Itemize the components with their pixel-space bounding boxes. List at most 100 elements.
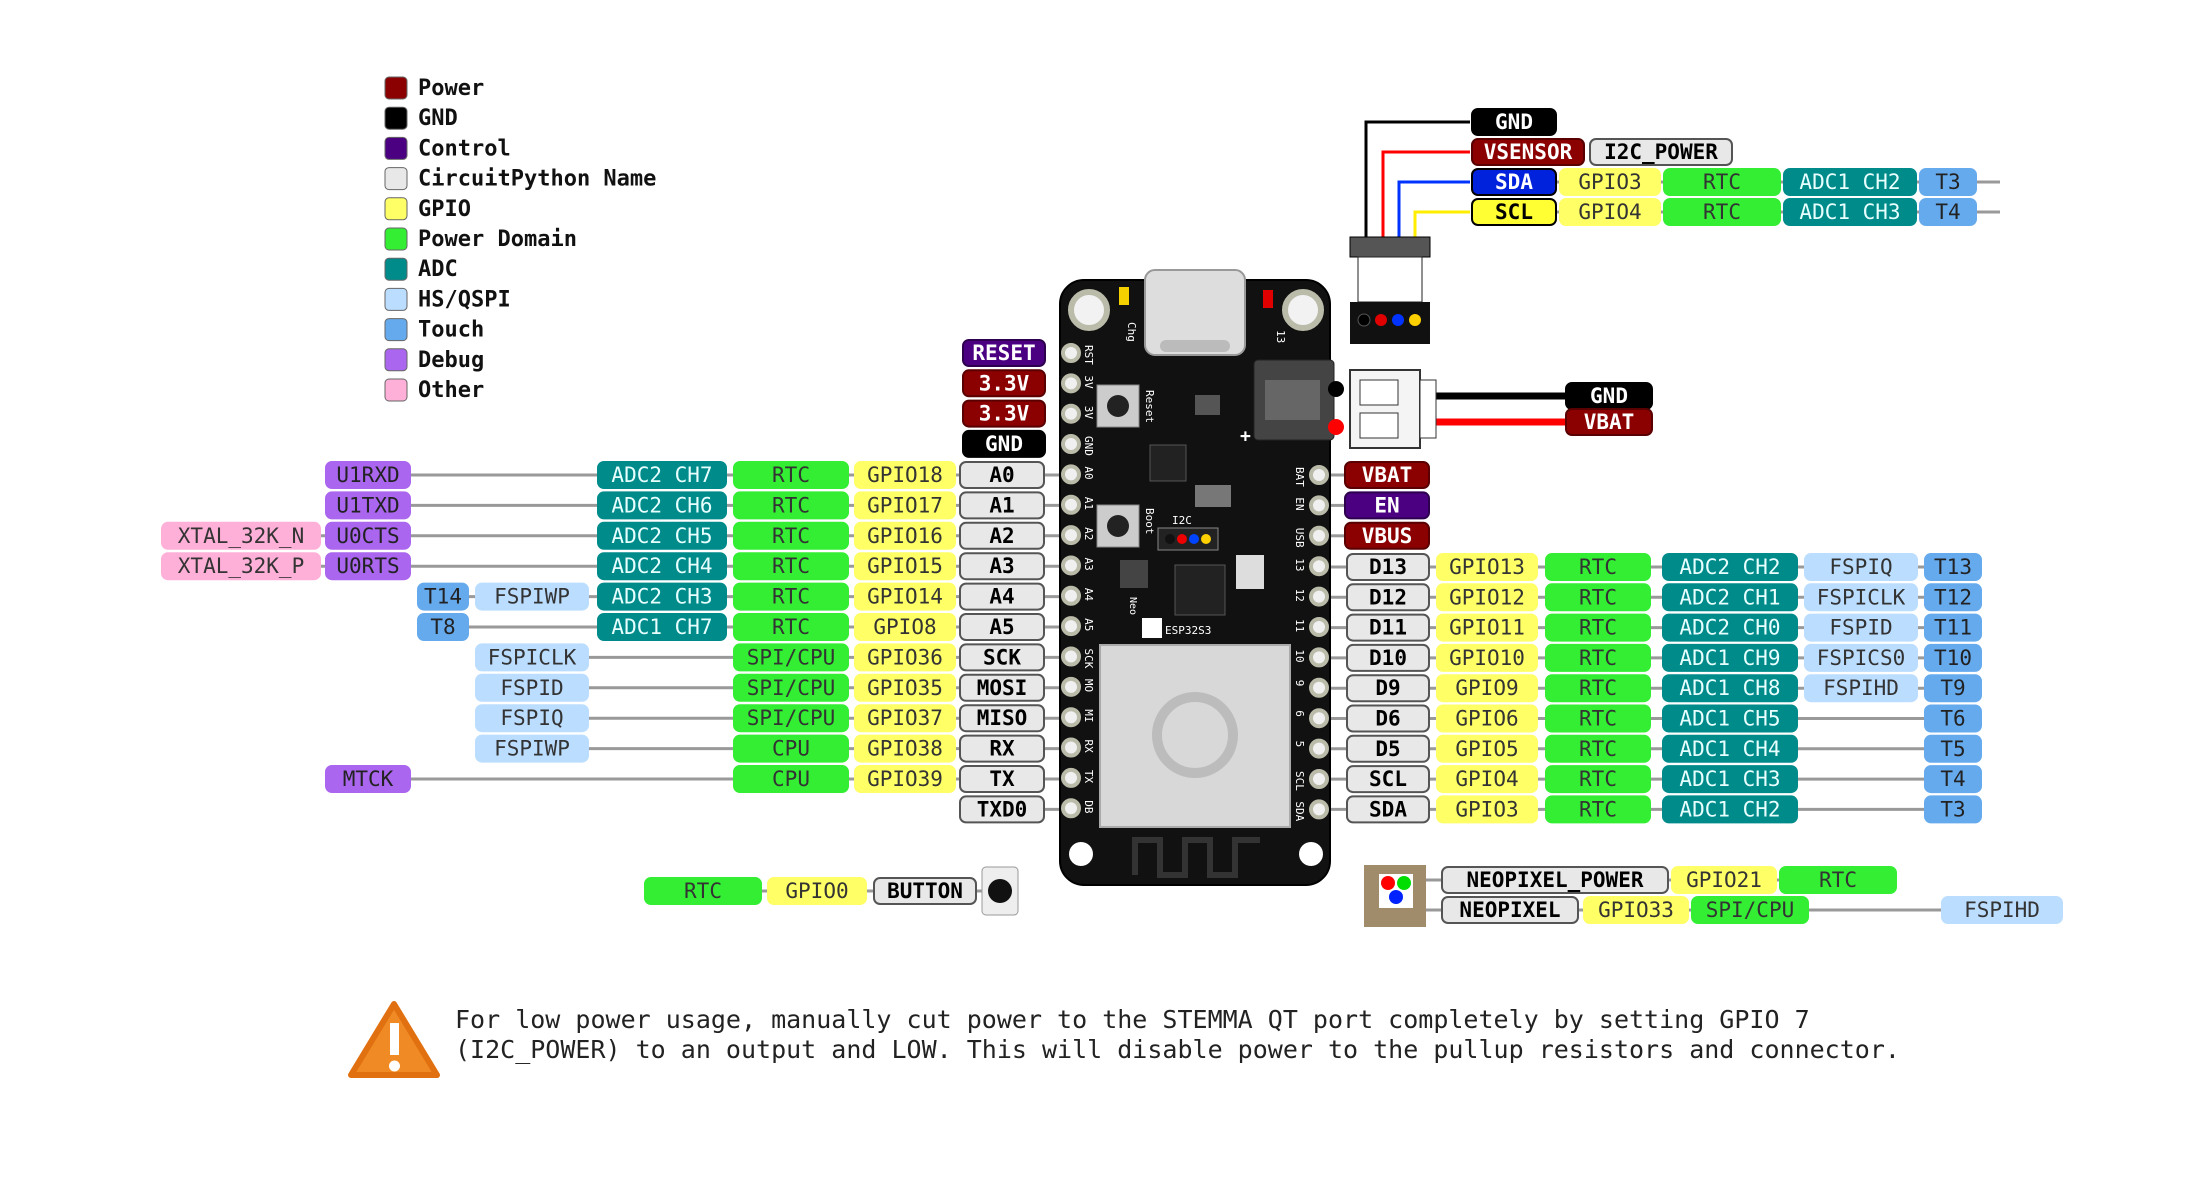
- svg-text:ADC2 CH3: ADC2 CH3: [611, 585, 712, 609]
- note-line-1: For low power usage, manually cut power …: [455, 1005, 1810, 1034]
- pin-hole-icon: [1061, 798, 1081, 819]
- pin-a5: A5: [959, 613, 1045, 641]
- gpio-label: GPIO39: [854, 765, 956, 793]
- svg-text:T8: T8: [430, 615, 455, 639]
- domain-label: RTC: [1545, 795, 1651, 824]
- svg-text:9: 9: [1293, 680, 1306, 687]
- svg-text:USB: USB: [1293, 528, 1306, 548]
- reset-label: Reset: [1143, 390, 1156, 423]
- gpio-label: GPIO4: [1559, 198, 1661, 226]
- neopixel-power-name: NEOPIXEL_POWER: [1441, 866, 1669, 894]
- svg-text:T13: T13: [1934, 555, 1972, 579]
- svg-text:ADC2 CH1: ADC2 CH1: [1679, 585, 1780, 609]
- pin-hole-icon: [1061, 767, 1081, 788]
- neopixel-led-icon: [1142, 618, 1162, 638]
- gpio-label: GPIO9: [1436, 674, 1538, 703]
- svg-text:FSPIHD: FSPIHD: [1964, 898, 2040, 922]
- touch-label: T10: [1924, 643, 1982, 672]
- svg-text:T3: T3: [1940, 797, 1965, 821]
- gpio-label: GPIO10: [1436, 643, 1538, 672]
- gpio-label: GPIO38: [854, 734, 956, 763]
- domain-label: RTC: [1545, 643, 1651, 672]
- legend-item: ADC: [384, 257, 458, 282]
- svg-text:ADC1 CH8: ADC1 CH8: [1679, 676, 1780, 700]
- left-power-1: 3.3V: [962, 369, 1046, 398]
- svg-text:GPIO: GPIO: [418, 197, 471, 222]
- mount-hole-icon: [1069, 842, 1093, 866]
- pin-a2: A2: [959, 521, 1045, 550]
- svg-text:GPIO9: GPIO9: [1455, 676, 1518, 700]
- qspi-label: FSPIHD: [1804, 674, 1918, 703]
- tactile-button-icon[interactable]: [981, 866, 1019, 916]
- svg-text:Touch: Touch: [418, 318, 484, 343]
- gpio-label: GPIO36: [854, 643, 956, 672]
- svg-text:T12: T12: [1934, 585, 1972, 609]
- touch-label: T13: [1924, 553, 1982, 581]
- svg-text:FSPID: FSPID: [1829, 616, 1892, 640]
- svg-text:6: 6: [1293, 710, 1306, 717]
- adc-label: ADC2 CH1: [1662, 583, 1798, 612]
- svg-text:ADC2 CH6: ADC2 CH6: [611, 493, 712, 517]
- pin-hole-icon: [1061, 494, 1081, 515]
- pin-hole-icon: [1309, 465, 1329, 485]
- svg-text:A5: A5: [989, 615, 1014, 639]
- svg-text:Other: Other: [418, 378, 484, 403]
- qspi-label: FSPIQ: [475, 704, 589, 733]
- svg-text:GPIO38: GPIO38: [867, 737, 943, 761]
- svg-text:A0: A0: [1082, 466, 1095, 479]
- svg-text:ADC1 CH2: ADC1 CH2: [1679, 797, 1780, 821]
- domain-label: RTC: [733, 552, 849, 581]
- gpio-label: GPIO11: [1436, 613, 1538, 642]
- gpio-label: GPIO33: [1583, 896, 1689, 924]
- svg-text:SPI/CPU: SPI/CPU: [747, 645, 836, 669]
- svg-text:RTC: RTC: [1579, 797, 1617, 821]
- svg-text:U0RTS: U0RTS: [336, 554, 399, 578]
- svg-text:D6: D6: [1375, 707, 1400, 731]
- legend-item: GPIO: [384, 197, 471, 222]
- svg-text:T4: T4: [1940, 767, 1965, 791]
- svg-text:EN: EN: [1374, 493, 1399, 517]
- pin-hole-icon: [1061, 464, 1081, 485]
- neopixel-name: NEOPIXEL: [1441, 896, 1579, 924]
- legend-item: HS/QSPI: [384, 287, 511, 312]
- svg-text:CPU: CPU: [772, 767, 810, 791]
- touch-label: T3: [1924, 795, 1982, 824]
- svg-text:GPIO3: GPIO3: [1578, 170, 1641, 194]
- pin-hole-icon: [1309, 617, 1329, 637]
- debug-label: MTCK: [325, 765, 411, 793]
- svg-text:T11: T11: [1934, 616, 1972, 640]
- svg-text:RTC: RTC: [684, 879, 722, 903]
- antenna-icon: [1132, 837, 1260, 878]
- svg-text:D10: D10: [1369, 646, 1407, 670]
- domain-label: SPI/CPU: [1691, 896, 1809, 924]
- touch-label: T6: [1924, 704, 1982, 733]
- touch-label: T14: [417, 582, 469, 611]
- svg-text:GPIO3: GPIO3: [1455, 797, 1518, 821]
- qspi-label: FSPIHD: [1941, 896, 2063, 924]
- svg-text:A1: A1: [1082, 497, 1095, 510]
- pin-a0: A0: [959, 461, 1045, 489]
- svg-text:U1TXD: U1TXD: [336, 493, 399, 517]
- svg-text:FSPIQ: FSPIQ: [500, 706, 563, 730]
- svg-text:+: +: [1240, 426, 1251, 447]
- domain-label: RTC: [1663, 168, 1781, 196]
- svg-text:GPIO15: GPIO15: [867, 554, 943, 578]
- adc-label: ADC1 CH8: [1662, 674, 1798, 703]
- pin-mosi: MOSI: [959, 673, 1045, 702]
- pin-hole-icon: [1061, 646, 1081, 667]
- svg-text:ESP32S3: ESP32S3: [1165, 624, 1211, 637]
- svg-text:T14: T14: [424, 585, 462, 609]
- svg-text:Power Domain: Power Domain: [418, 227, 577, 252]
- svg-text:FSPIQ: FSPIQ: [1829, 555, 1892, 579]
- left-power-3: GND: [962, 429, 1046, 458]
- adc-label: ADC1 CH2: [1662, 795, 1798, 824]
- svg-text:ADC1 CH3: ADC1 CH3: [1799, 200, 1900, 224]
- domain-label: RTC: [1545, 704, 1651, 733]
- svg-text:GPIO0: GPIO0: [785, 879, 848, 903]
- charge-led-icon: [1119, 287, 1129, 305]
- svg-text:A4: A4: [989, 585, 1014, 609]
- pin-a3: A3: [959, 552, 1045, 581]
- svg-text:GND: GND: [985, 432, 1023, 456]
- usb-c-connector-icon: [1144, 269, 1246, 356]
- svg-text:ADC: ADC: [418, 257, 458, 282]
